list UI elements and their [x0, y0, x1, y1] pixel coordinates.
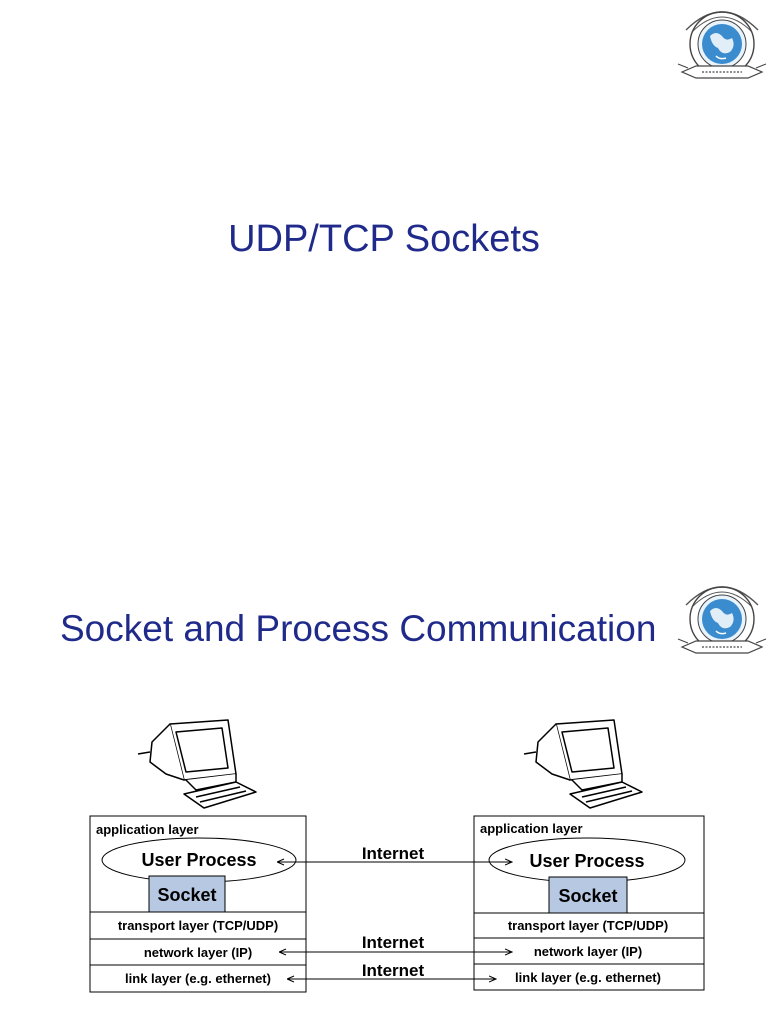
link-layer-label: link layer (e.g. ethernet)	[515, 970, 661, 985]
internet-label: Internet	[362, 961, 425, 980]
left-computer-icon	[137, 719, 257, 809]
application-layer-label: application layer	[480, 821, 583, 836]
user-process-label: User Process	[529, 851, 644, 871]
institute-logo	[677, 586, 767, 654]
slide-1: UDP/TCP Sockets	[228, 11, 767, 260]
network-layer-label: network layer (IP)	[144, 945, 252, 960]
network-layer-label: network layer (IP)	[534, 944, 642, 959]
transport-layer-label: transport layer (TCP/UDP)	[508, 918, 668, 933]
connection-arrows	[278, 862, 512, 979]
socket-label: Socket	[157, 885, 216, 905]
application-layer-label: application layer	[96, 822, 199, 837]
slide-title: Socket and Process Communication	[60, 608, 657, 649]
socket-label: Socket	[558, 886, 617, 906]
right-host-stack: application layer User Process Socket tr…	[473, 815, 705, 991]
slide-2: Socket and Process Communication	[0, 512, 768, 1024]
slide-title: UDP/TCP Sockets	[228, 218, 540, 260]
link-layer-label: link layer (e.g. ethernet)	[125, 971, 271, 986]
transport-layer-label: transport layer (TCP/UDP)	[118, 918, 278, 933]
user-process-label: User Process	[141, 850, 256, 870]
socket-diagram: application layer User Process Socket tr…	[89, 719, 705, 993]
internet-label: Internet	[362, 933, 425, 952]
institute-logo	[677, 11, 767, 79]
left-host-stack: application layer User Process Socket tr…	[89, 815, 307, 993]
right-computer-icon	[523, 719, 643, 809]
internet-label: Internet	[362, 844, 425, 863]
